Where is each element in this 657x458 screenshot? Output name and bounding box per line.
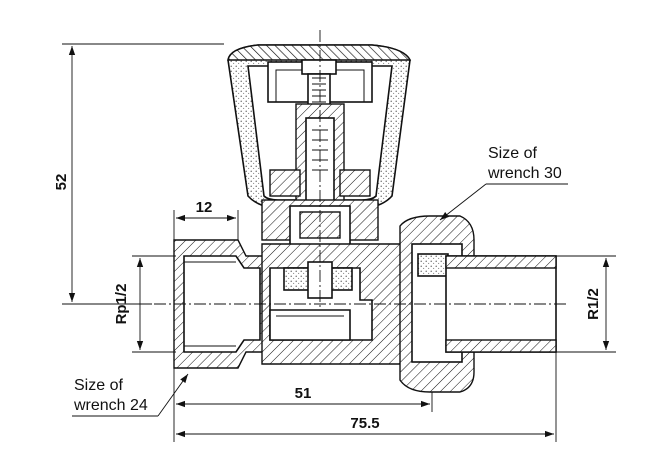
- thread-label-outlet: R1/2: [585, 288, 602, 320]
- thread-outlet-dimension: R1/2: [556, 255, 616, 353]
- dim-label-52: 52: [53, 174, 70, 191]
- thread-label-inlet: Rp1/2: [113, 284, 130, 325]
- dimension-width-12: 12: [173, 199, 239, 240]
- dimension-height-52: 52: [53, 43, 224, 305]
- dim-label-51: 51: [295, 385, 312, 402]
- dimension-length-51: 51: [173, 368, 433, 442]
- note-wrench-24: Size of wrench 24: [72, 373, 189, 417]
- thread-inlet-dimension: Rp1/2: [113, 255, 176, 353]
- valve-body: [173, 239, 403, 369]
- note-wrench30-line2: wrench 30: [487, 165, 562, 182]
- note-wrench30-line1: Size of: [488, 145, 537, 162]
- note-wrench24-line1: Size of: [74, 377, 123, 394]
- dim-label-75-5: 75.5: [350, 415, 379, 432]
- note-wrench-30: Size of wrench 30: [439, 145, 568, 221]
- dimension-length-75-5: 75.5: [176, 352, 557, 442]
- note-wrench24-line2: wrench 24: [73, 397, 148, 414]
- handle-cap: [227, 44, 412, 209]
- dim-label-12: 12: [196, 199, 213, 216]
